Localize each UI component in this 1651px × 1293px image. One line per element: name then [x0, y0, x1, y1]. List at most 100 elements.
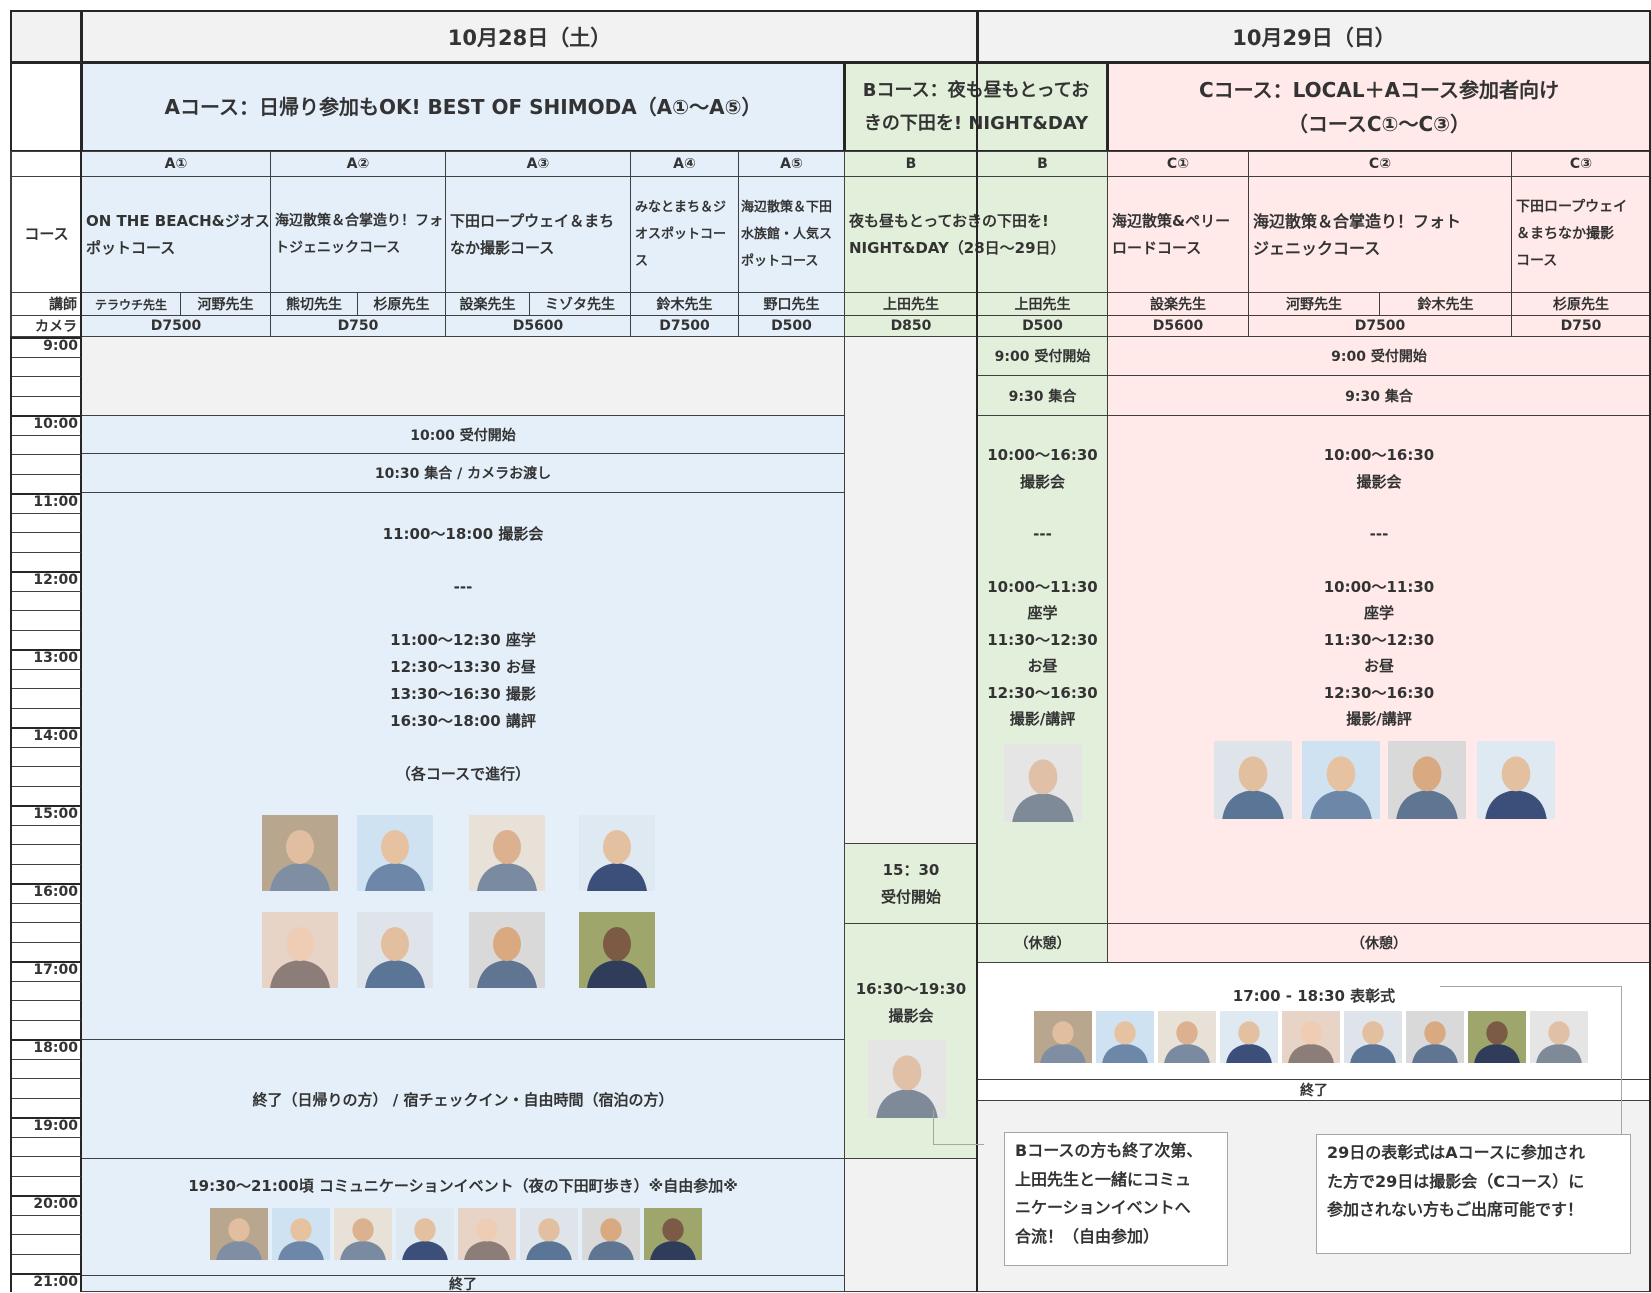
time-label: 13:00: [12, 649, 81, 669]
time-subline: [12, 1234, 81, 1254]
time-subline: [12, 376, 81, 396]
photo-award-4-icon: [1220, 1011, 1278, 1063]
course-c-title-line2: （コースC①〜C③）: [1287, 112, 1471, 136]
b2-gather: 9:30 集合: [977, 375, 1108, 416]
c-shoot-label: 撮影会: [1356, 472, 1402, 491]
course-name-a4-l3: ス: [635, 254, 649, 269]
photo-event-7-icon: [582, 1208, 640, 1260]
b2-sep: ---: [1033, 525, 1052, 543]
connector-b: [933, 1110, 984, 1145]
time-subline: [12, 454, 81, 474]
photo-c-teacher-2-icon: [1302, 741, 1380, 819]
teacher-a3-1: 設楽先生: [445, 292, 530, 316]
teacher-a2-1: 熊切先生: [270, 292, 358, 316]
teacher-c3: 杉原先生: [1511, 292, 1651, 316]
time-label: 10:00: [12, 415, 81, 435]
time-subline: [12, 1019, 81, 1040]
a-item-2: 12:30〜13:30 お昼: [390, 658, 536, 676]
c-gather: 9:30 集合: [1107, 375, 1651, 416]
b1-reception-time: 15：30: [882, 860, 940, 879]
c-rest: （休憩）: [1107, 923, 1651, 963]
course-name-a5: 海辺散策＆下田水族館・人気スポットコース: [738, 176, 845, 293]
camera-c2: D7500: [1248, 315, 1512, 337]
time-subline: [12, 785, 81, 806]
camera-a1: D7500: [81, 315, 271, 337]
a-final: 終了: [81, 1275, 845, 1292]
b1-reception-label: 受付開始: [880, 887, 941, 906]
c-shoot-block: 10:00〜16:30 撮影会 --- 10:00〜11:30 座学 11:30…: [1107, 415, 1651, 924]
photo-teacher-8-icon: [579, 912, 655, 988]
camera-a2: D750: [270, 315, 446, 337]
time-subline: [12, 1078, 81, 1098]
col-code-a1: A①: [81, 151, 271, 177]
corner-cell-2: [10, 62, 82, 152]
photo-award-7-icon: [1406, 1011, 1464, 1063]
row-label-course: コース: [10, 176, 82, 293]
a-pre-reception: [81, 336, 845, 416]
connector-c: [1440, 986, 1622, 1135]
a-reception: 10:00 受付開始: [81, 415, 845, 454]
photo-c-teacher-4-icon: [1477, 741, 1555, 819]
b2-shoot-time: 10:00〜16:30: [987, 446, 1098, 464]
photo-teacher-1-icon: [262, 815, 338, 891]
camera-a5: D500: [738, 315, 845, 337]
time-subline: [12, 922, 81, 942]
camera-b1: D850: [844, 315, 978, 337]
a-shoot-title: 11:00〜18:00 撮影会: [382, 525, 544, 543]
note-b-line3: ニケーションイベントへ: [1015, 1198, 1191, 1217]
time-label: 17:00: [12, 961, 81, 981]
time-subline: [12, 590, 81, 611]
time-subline: [12, 668, 81, 689]
teacher-b1: 上田先生: [844, 292, 978, 316]
photo-c-teacher-1-icon: [1214, 741, 1292, 819]
c-shoot-time: 10:00〜16:30: [1323, 446, 1435, 464]
course-name-b-l2: NIGHT&DAY（28日〜29日）: [849, 238, 1066, 257]
time-label: 21:00: [12, 1273, 81, 1293]
time-subline: [12, 1156, 81, 1176]
photo-event-5-icon: [458, 1208, 516, 1260]
time-subline: [12, 512, 81, 533]
photo-teacher-5-icon: [262, 912, 338, 988]
note-b-course: Bコースの方も終了次第、 上田先生と一緒にコミュ ニケーションイベントへ 合流！…: [1004, 1132, 1228, 1266]
course-name-c3: 下田ロープウェイ＆まちなか撮影コース: [1511, 176, 1651, 293]
col-code-c2: C②: [1248, 151, 1512, 177]
time-label: 11:00: [12, 493, 81, 513]
time-subline: [12, 395, 81, 416]
time-subline: [12, 863, 81, 884]
c-item-3: 11:30〜12:30: [1323, 630, 1435, 649]
camera-b2: D500: [977, 315, 1108, 337]
time-subline: [12, 1058, 81, 1079]
camera-a4: D7500: [630, 315, 739, 337]
photo-event-3-icon: [334, 1208, 392, 1260]
a-sep: ---: [453, 578, 473, 596]
time-subline: [12, 356, 81, 377]
course-name-a4-l2: オスポットコー: [635, 227, 727, 242]
photo-event-4-icon: [396, 1208, 454, 1260]
b2-item-4: お昼: [1027, 657, 1058, 675]
course-name-c2: 海辺散策＆合掌造り！フォトジェニックコース: [1248, 176, 1512, 293]
course-name-c1-l1: 海辺散策&ペリー: [1112, 211, 1231, 230]
time-label: 14:00: [12, 727, 81, 747]
course-name-a5-l1: 海辺散策＆下田: [741, 200, 833, 215]
time-label: 15:00: [12, 805, 81, 825]
a-per-course: （各コースで進行）: [395, 765, 531, 783]
note-b-line1: Bコースの方も終了次第、: [1015, 1141, 1203, 1160]
photo-teacher-6-icon: [357, 912, 433, 988]
col-code-c3: C③: [1511, 151, 1651, 177]
col-code-a4: A④: [630, 151, 739, 177]
b2-rest: （休憩）: [977, 923, 1108, 963]
time-subline: [12, 844, 81, 864]
col-code-a2: A②: [270, 151, 446, 177]
award-title: 17:00 - 18:30 表彰式: [1232, 987, 1396, 1005]
photo-award-8-icon: [1468, 1011, 1526, 1063]
time-label: 9:00: [12, 337, 81, 357]
time-subline: [12, 980, 81, 1001]
course-name-c3-l2: ＆まちなか撮影: [1516, 226, 1614, 242]
time-label: 16:00: [12, 883, 81, 903]
time-subline: [12, 902, 81, 923]
photo-award-5-icon: [1282, 1011, 1340, 1063]
c-item-5: 12:30〜16:30: [1323, 683, 1435, 702]
course-name-c2-l1: 海辺散策＆合掌造り！フォト: [1253, 211, 1462, 231]
time-subline: [12, 688, 81, 708]
course-name-a3-l1: 下田ロープウェイ＆まち: [450, 211, 615, 230]
